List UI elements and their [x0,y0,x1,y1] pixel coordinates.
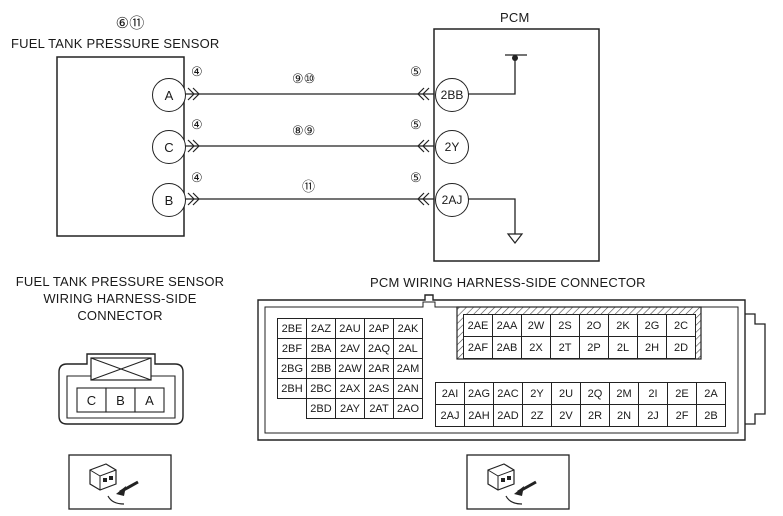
sensor-pin-b: B [152,183,186,217]
pcm-terminal: 2AB [492,336,522,359]
pcm-connector-view-icon [466,454,570,510]
sensor-ref-a: ④ [191,64,203,79]
pcm-supply-line [467,55,516,95]
pcm-terminal: 2A [696,382,726,405]
sensor-connector-title-2: WIRING HARNESS-SIDE [43,291,197,306]
sensor-pin-a: A [152,78,186,112]
pcm-terminal: 2H [637,336,667,359]
pcm-terminal: 2AC [493,382,523,405]
wire-refs-b: ⑪ [302,179,316,194]
sensor-face-pin-c: C [86,393,97,408]
sensor-pin-c: C [152,130,186,164]
sensor-connector-chevrons [187,87,200,206]
pcm-terminal: 2AK [393,318,423,339]
pcm-terminal: 2AY [335,398,365,419]
pcm-terminal: 2AH [464,404,494,427]
pcm-terminal: 2AI [435,382,465,405]
pcm-terminal: 2AT [364,398,394,419]
pcm-body [433,28,600,262]
pcm-terminal: 2AV [335,338,365,359]
pcm-terminal: 2U [551,382,581,405]
pcm-terminal: 2AO [393,398,423,419]
pcm-terminal: 2AA [492,314,522,337]
pcm-terminal: 2Z [522,404,552,427]
pcm-terminal: 2B [696,404,726,427]
pcm-terminal: 2G [637,314,667,337]
pcm-terminal: 2AR [364,358,394,379]
pcm-terminal: 2AM [393,358,423,379]
pcm-title: PCM [500,10,530,25]
pcm-terminal: 2W [521,314,551,337]
pcm-terminal: 2AF [463,336,493,359]
pcm-terminal: 2AE [463,314,493,337]
pcm-ref-2aj: ⑤ [410,170,422,185]
pcm-terminal: 2AW [335,358,365,379]
pcm-terminal: 2L [608,336,638,359]
pcm-terminal: 2AS [364,378,394,399]
sensor-ref-c: ④ [191,117,203,132]
pcm-terminal: 2D [666,336,696,359]
sensor-circled-refs: ⑥⑪ [115,15,145,32]
wiring-schematic [56,28,600,262]
pcm-terminal: 2BB [306,358,336,379]
pcm-terminal: 2K [608,314,638,337]
pcm-terminal: 2M [609,382,639,405]
pcm-ref-2bb: ⑤ [410,64,422,79]
sensor-face-pin-a: A [145,393,154,408]
pcm-terminal: 2BC [306,378,336,399]
pcm-terminal: 2E [667,382,697,405]
pcm-terminal: 2S [550,314,580,337]
pcm-terminal: 2AG [464,382,494,405]
pcm-terminal: 2J [638,404,668,427]
pcm-connector-title: PCM WIRING HARNESS-SIDE CONNECTOR [370,275,646,290]
ground-icon [506,233,524,244]
sensor-face-pin-b: B [116,393,125,408]
pcm-terminal: 2BG [277,358,307,379]
pcm-terminal: 2Y [522,382,552,405]
pcm-connector-chevrons [417,87,430,206]
pcm-pin-2bb: 2BB [435,78,469,112]
pcm-pin-2y: 2Y [435,130,469,164]
pcm-terminal: 2V [551,404,581,427]
pcm-terminal: 2AX [335,378,365,399]
pcm-terminal: 2BD [306,398,336,419]
connector-view-icon [68,454,172,510]
pcm-terminal: 2O [579,314,609,337]
sensor-connector-face [58,353,184,425]
sensor-connector-title-3: CONNECTOR [77,308,163,323]
pcm-terminal: 2AP [364,318,394,339]
pcm-terminal: 2BA [306,338,336,359]
pcm-terminal: 2R [580,404,610,427]
pcm-terminal: 2AQ [364,338,394,359]
pcm-terminal: 2Q [580,382,610,405]
pcm-terminal: 2BE [277,318,307,339]
pcm-terminal: 2BH [277,378,307,399]
pcm-terminal: 2C [666,314,696,337]
pcm-terminal: 2T [550,336,580,359]
pcm-terminal: 2AU [335,318,365,339]
pcm-terminal: 2AJ [435,404,465,427]
sensor-connector-title-1: FUEL TANK PRESSURE SENSOR [15,274,225,289]
wire-refs-c: ⑧⑨ [292,123,316,138]
wire-refs-a: ⑨⑩ [292,71,316,86]
pcm-terminal: 2AL [393,338,423,359]
pcm-pin-2aj: 2AJ [435,183,469,217]
pcm-terminal: 2AN [393,378,423,399]
pcm-terminal: 2AZ [306,318,336,339]
pcm-terminal: 2F [667,404,697,427]
pcm-terminal: 2BF [277,338,307,359]
pcm-terminal: 2P [579,336,609,359]
pcm-terminal: 2X [521,336,551,359]
junction-dot [512,55,518,61]
pcm-terminal: 2N [609,404,639,427]
pcm-ground-line [467,198,516,234]
sensor-title: FUEL TANK PRESSURE SENSOR [11,36,220,51]
pcm-ref-2y: ⑤ [410,117,422,132]
pcm-terminal: 2AD [493,404,523,427]
pcm-terminal: 2I [638,382,668,405]
sensor-ref-b: ④ [191,170,203,185]
